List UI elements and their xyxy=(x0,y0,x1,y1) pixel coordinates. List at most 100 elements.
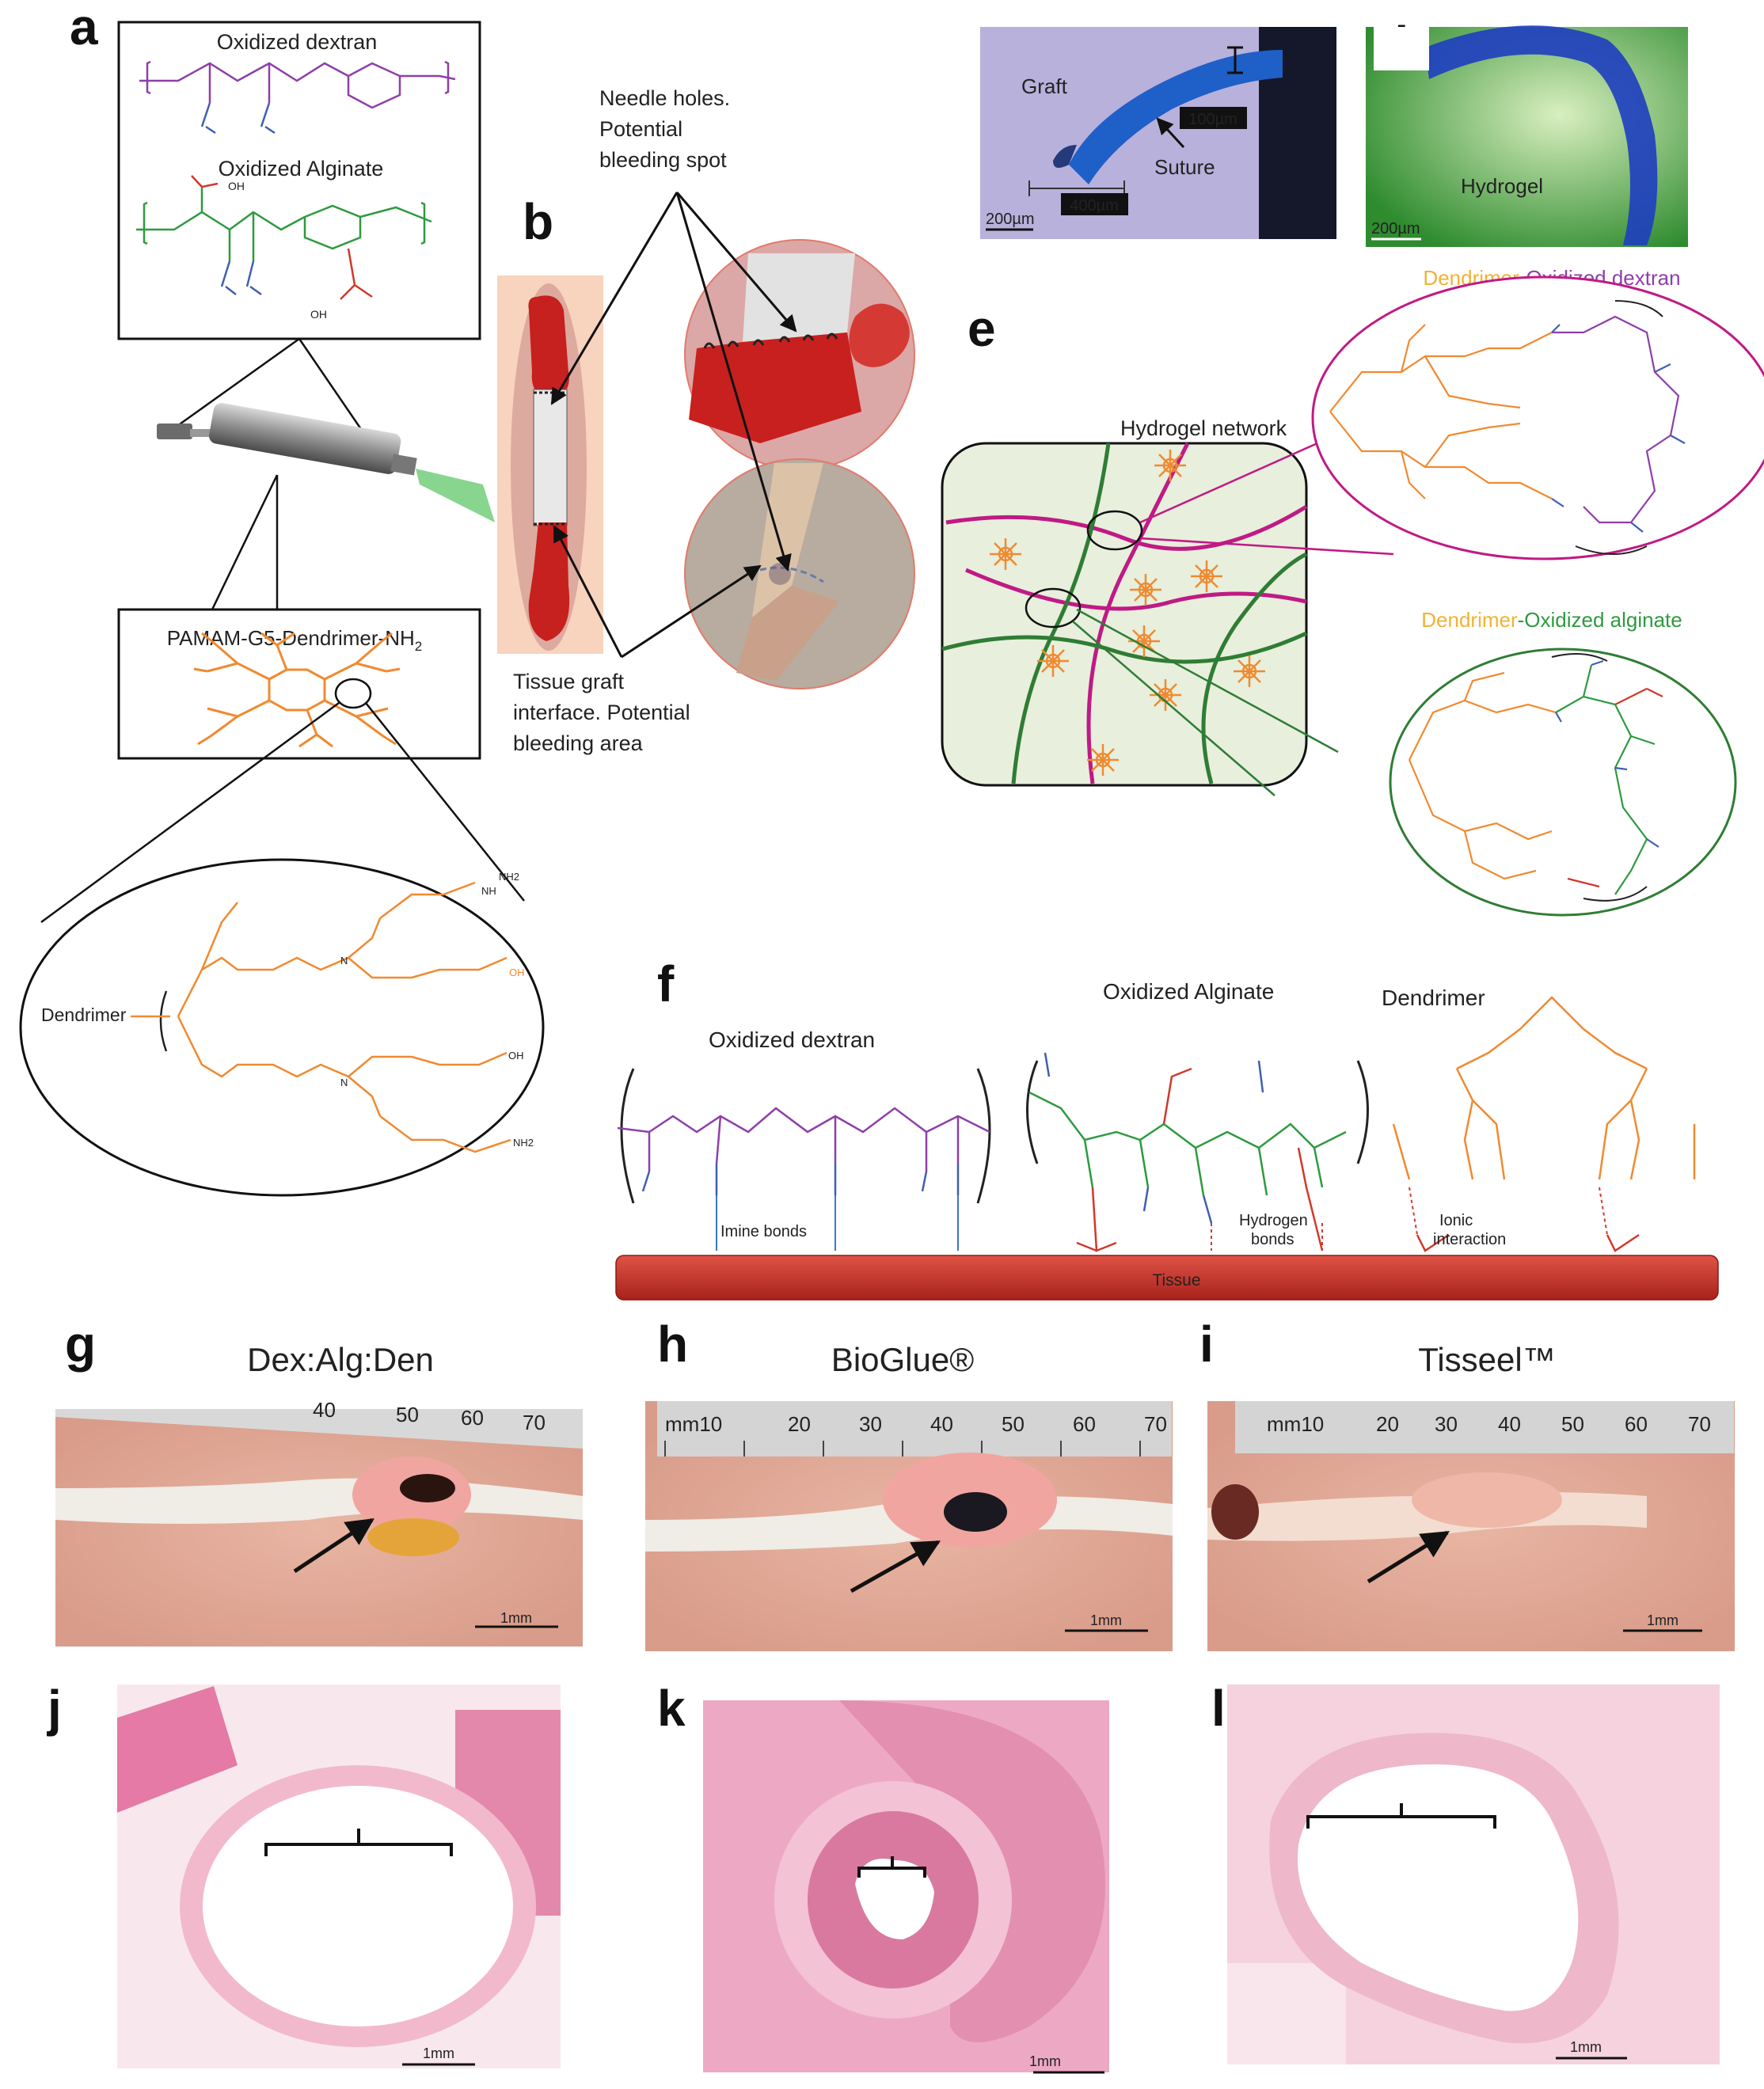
vessel-graft-diagram xyxy=(497,275,603,654)
oxidized-dextran-label: Oxidized dextran xyxy=(217,30,378,54)
svg-text:60: 60 xyxy=(1073,1412,1096,1436)
panel-label-b: b xyxy=(523,193,553,250)
svg-text:30: 30 xyxy=(859,1412,882,1436)
f-oxidized-dextran-label: Oxidized dextran xyxy=(709,1027,875,1052)
dex-alg-den-title: Dex:Alg:Den xyxy=(247,1341,434,1378)
panel-c-annotations: Graft Suture 100µm 400µm 200µm xyxy=(986,46,1247,231)
panel-label-f: f xyxy=(657,955,675,1012)
svg-text:70: 70 xyxy=(1688,1412,1711,1436)
svg-text:200µm: 200µm xyxy=(1371,220,1420,237)
dendrimer-nodes xyxy=(990,450,1265,776)
dendrimer-label: Dendrimer xyxy=(41,1005,127,1025)
panel-f-chemistry: Imine bonds Hydrogen bonds Ionic interac… xyxy=(615,996,1719,1301)
svg-text:50: 50 xyxy=(1002,1412,1025,1436)
svg-text:Tissue graft: Tissue graft xyxy=(513,670,625,693)
tissue-bar xyxy=(615,1255,1719,1301)
histology-bioglue xyxy=(703,1700,1109,2074)
svg-text:20: 20 xyxy=(1376,1412,1399,1436)
pamam-dendrimer-box: PAMAM-G5-Dendrimer-NH2 xyxy=(117,608,481,760)
tisseel-photo xyxy=(1207,1401,1735,1651)
svg-text:60: 60 xyxy=(461,1406,484,1430)
panel-label-i: i xyxy=(1199,1316,1214,1373)
dendrimer-dextran-zoom xyxy=(1311,275,1764,560)
alginate-oh-label: OH xyxy=(228,180,245,192)
f-dendrimer-label: Dendrimer xyxy=(1382,986,1485,1010)
panel-label-k: k xyxy=(657,1680,686,1737)
svg-text:Needle holes.: Needle holes. xyxy=(599,86,730,110)
panel-label-h: h xyxy=(657,1316,688,1373)
bioglue-photo xyxy=(645,1401,1173,1651)
bioglue-title: BioGlue® xyxy=(831,1341,974,1378)
svg-text:1mm: 1mm xyxy=(500,1610,532,1626)
svg-text:100µm: 100µm xyxy=(1188,111,1237,128)
svg-text:Tissue: Tissue xyxy=(1152,1271,1200,1289)
svg-text:70: 70 xyxy=(523,1411,546,1434)
svg-text:bleeding spot: bleeding spot xyxy=(599,148,727,172)
svg-text:50: 50 xyxy=(396,1403,419,1426)
svg-text:70: 70 xyxy=(1144,1412,1167,1436)
svg-text:NH2: NH2 xyxy=(499,871,519,883)
svg-text:mm10: mm10 xyxy=(1267,1412,1324,1436)
svg-text:40: 40 xyxy=(1498,1412,1521,1436)
syringe-icon xyxy=(157,403,495,522)
svg-text:bonds: bonds xyxy=(1251,1231,1294,1248)
svg-text:20: 20 xyxy=(788,1412,811,1436)
svg-text:1mm: 1mm xyxy=(1570,2039,1602,2055)
svg-text:N: N xyxy=(340,1077,348,1088)
svg-text:1mm: 1mm xyxy=(1029,2053,1061,2069)
histology-dex-alg-den xyxy=(117,1684,561,2068)
svg-text:200µm: 200µm xyxy=(986,211,1035,228)
svg-text:1mm: 1mm xyxy=(1090,1612,1122,1628)
svg-text:NH2: NH2 xyxy=(513,1137,534,1149)
svg-text:NH: NH xyxy=(481,885,496,897)
hydrogel-network-label: Hydrogel network xyxy=(1120,416,1287,440)
tisseel-title: Tisseel™ xyxy=(1418,1341,1555,1378)
svg-text:400µm: 400µm xyxy=(1070,197,1119,215)
svg-text:mm10: mm10 xyxy=(665,1412,722,1436)
svg-text:50: 50 xyxy=(1561,1412,1584,1436)
panel-b-text: Needle holes. Potential bleeding spot Ti… xyxy=(513,86,730,755)
svg-text:interface. Potential: interface. Potential xyxy=(513,701,690,724)
dendrimer-icon xyxy=(193,632,401,748)
hydrogel-label: Hydrogel xyxy=(1461,174,1543,198)
needle-hole-zoom xyxy=(684,239,915,470)
svg-text:Graft: Graft xyxy=(1021,74,1068,98)
svg-text:Potential: Potential xyxy=(599,117,682,141)
imine-bonds-label: Imine bonds xyxy=(720,1223,807,1240)
svg-text:40: 40 xyxy=(313,1398,336,1422)
svg-text:1mm: 1mm xyxy=(423,2045,454,2061)
dendrimer-alginate-zoom xyxy=(1389,648,1737,917)
ionic-interaction-label: Ionic xyxy=(1439,1212,1473,1229)
svg-text:40: 40 xyxy=(930,1412,953,1436)
panel-label-l: l xyxy=(1211,1680,1226,1737)
hydrogel-micrograph xyxy=(1366,25,1688,247)
panel-label-g: g xyxy=(65,1316,96,1373)
panel-label-a: a xyxy=(70,0,98,55)
graft-suture-micrograph xyxy=(980,27,1336,239)
svg-text:OH: OH xyxy=(310,308,327,321)
svg-text:OH: OH xyxy=(508,1050,524,1062)
svg-text:N: N xyxy=(340,955,348,967)
oxidized-alginate-label: Oxidized Alginate xyxy=(219,157,384,180)
hydrogen-bonds-label: Hydrogen xyxy=(1239,1212,1308,1229)
panel-label-j: j xyxy=(47,1680,62,1737)
f-oxidized-alginate-label: Oxidized Alginate xyxy=(1103,979,1274,1004)
svg-text:bleeding area: bleeding area xyxy=(513,731,644,755)
histology-tisseel xyxy=(1227,1684,1720,2064)
svg-text:Suture: Suture xyxy=(1154,155,1215,179)
alginate-structure xyxy=(136,187,432,261)
svg-text:60: 60 xyxy=(1625,1412,1648,1436)
svg-text:30: 30 xyxy=(1435,1412,1458,1436)
dendrimer-oxidized-alginate-title: Dendrimer-Oxidized alginate xyxy=(1421,608,1682,632)
svg-text:1mm: 1mm xyxy=(1647,1612,1678,1628)
dendrimer-zoom: Dendrimer NH OH OH NH2 NH2 N N xyxy=(19,858,545,1197)
dextran-structure xyxy=(139,60,456,109)
graft-interface-photo xyxy=(684,458,915,689)
panel-b-arrows xyxy=(550,192,797,659)
dex-alg-den-photo xyxy=(55,1409,583,1647)
hydrogel-network-diagram xyxy=(941,442,1308,787)
panel-label-e: e xyxy=(968,300,996,357)
svg-text:OH: OH xyxy=(509,967,525,978)
panel-a-structures-box: Oxidized dextran Oxidized Alginate OH xyxy=(117,21,481,340)
